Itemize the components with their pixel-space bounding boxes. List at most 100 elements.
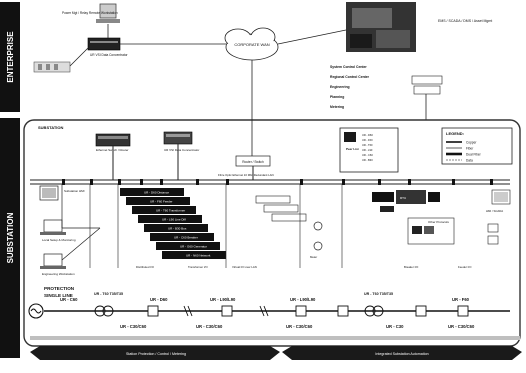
ethernet-switch-label: Ethernet Switch / Router bbox=[96, 148, 129, 152]
single-line-breaks bbox=[183, 305, 269, 317]
io-label-4: Feeder I/O bbox=[458, 265, 472, 269]
relay-unit-0 bbox=[120, 188, 184, 196]
left-links bbox=[61, 184, 101, 261]
laptop-setup bbox=[40, 219, 66, 235]
relay-unit-5-label: UR - C60 Breaker bbox=[174, 236, 198, 240]
peer-list-item-1: UR - F60 bbox=[362, 138, 373, 142]
single-line-top-2: UR - D60 bbox=[150, 297, 168, 302]
relay-unit-1 bbox=[126, 197, 190, 205]
relay-unit-4-label: UR - B30 Bus bbox=[168, 227, 187, 231]
lan-bus bbox=[30, 144, 510, 185]
corporate-cloud-label: CORPORATE WAN bbox=[234, 42, 269, 47]
relay-unit-7-label: UR - N60 Network bbox=[186, 254, 211, 258]
single-line-top-0: UR - C60 bbox=[60, 297, 78, 302]
legend-item-3: Data bbox=[466, 159, 473, 163]
rtu-label: RTU bbox=[400, 196, 406, 200]
right-panel-device bbox=[491, 189, 511, 205]
relay-stack: UR - D60 Distance UR - F60 Feeder UR - T… bbox=[120, 188, 226, 259]
legend-item-2: Dual Fiber bbox=[466, 153, 482, 157]
relay-unit-7 bbox=[162, 251, 226, 259]
io-label-0: Distributed I/O bbox=[136, 265, 155, 269]
substation-hmi bbox=[39, 185, 59, 201]
enterprise-function-0: System Control Center bbox=[330, 65, 367, 69]
peer-list-item-5: UR - B30 bbox=[362, 158, 373, 162]
enterprise-links bbox=[69, 24, 427, 122]
single-line-bottom-3: UR - C30 bbox=[386, 324, 404, 329]
enterprise-band-label: ENTERPRISE bbox=[6, 31, 15, 83]
rtu-cluster bbox=[372, 190, 440, 212]
substation-container bbox=[23, 119, 521, 347]
single-line-top-4: UR - L90/L90 bbox=[290, 297, 316, 302]
peer-list-item-3: UR - L90 bbox=[362, 148, 373, 152]
peer-list-icon bbox=[344, 132, 356, 142]
enterprise-right-device bbox=[411, 75, 443, 95]
single-line-top-1: UR - T60 T35/T35 bbox=[94, 292, 123, 296]
bus-tap-markers bbox=[62, 179, 493, 185]
other-protocols-block bbox=[407, 217, 455, 245]
peer-list-item-2: UR - T60 bbox=[362, 143, 373, 147]
peer-list-item-0: UR - D60 bbox=[362, 133, 373, 137]
io-label-1: Transformer I/O bbox=[188, 265, 208, 269]
enterprise-pc bbox=[96, 3, 120, 23]
other-protocols-label: Other Protocols bbox=[428, 220, 449, 224]
control-room-photo bbox=[346, 2, 416, 52]
footer-right-text: Integrated Substation Automation bbox=[375, 352, 428, 356]
relay-unit-3-label: UR - L90 Line Diff bbox=[162, 218, 186, 222]
io-label-2: Virtual I/O over LAN bbox=[232, 265, 257, 269]
io-label-3: Breaker I/O bbox=[404, 265, 419, 269]
single-line-bottom-0: UR - C30/C60 bbox=[120, 324, 147, 329]
laptop-engineering bbox=[40, 253, 66, 269]
relay-unit-2-label: UR - T60 Transformer bbox=[156, 209, 185, 213]
enterprise-band bbox=[0, 2, 20, 112]
relay-unit-3 bbox=[138, 215, 202, 223]
relay-unit-6 bbox=[156, 242, 220, 250]
peer-list-item-4: UR - C60 bbox=[362, 153, 373, 157]
io-boxes bbox=[255, 195, 307, 222]
relay-unit-2 bbox=[132, 206, 196, 214]
gateway-label: UR VSI Data Concentrator bbox=[164, 148, 199, 152]
control-room-label: EMS / SCADA / DMS / Asset Mgmt bbox=[438, 19, 492, 23]
vertical-drops bbox=[89, 184, 343, 268]
footer-left-text: Station Protection / Control / Metering bbox=[126, 352, 186, 356]
laptop-setup-label: Local Setup & Monitoring bbox=[42, 238, 76, 242]
single-line-bottom-1: UR - C30/C60 bbox=[196, 324, 223, 329]
meter-symbols bbox=[313, 221, 323, 251]
ethernet-switch bbox=[95, 133, 131, 147]
right-panel-label: HMI / SCADA bbox=[486, 209, 503, 213]
single-line-symbol bbox=[28, 303, 44, 319]
footer-bar bbox=[30, 336, 522, 360]
enterprise-function-1: Regional Control Center bbox=[330, 75, 370, 79]
single-line-title-1: PROTECTION bbox=[44, 286, 75, 291]
legend-item-1: Fiber bbox=[466, 147, 474, 151]
enterprise-function-4: Metering bbox=[330, 105, 344, 109]
substation-title: SUBSTATION bbox=[38, 125, 64, 130]
single-line-top-5: UR - T60 T35/T35 bbox=[364, 292, 393, 296]
data-concentrator-label: UR VSI Data Concentrator bbox=[90, 53, 128, 57]
enterprise-pc-label: Power Mgt / Relay Remote Workstation bbox=[62, 11, 118, 15]
relay-unit-1-label: UR - F60 Feeder bbox=[150, 200, 173, 204]
single-line-top-6: UR - F60 bbox=[452, 297, 470, 302]
substation-hmi-label: Substation HMI bbox=[64, 189, 85, 193]
relay-unit-0-label: UR - D60 Distance bbox=[144, 191, 169, 195]
single-line-devices bbox=[147, 305, 469, 317]
single-line-title-2: SINGLE LINE bbox=[44, 293, 73, 298]
right-meters bbox=[487, 223, 499, 245]
data-concentrator-device bbox=[87, 37, 121, 51]
legend-item-0: Copper bbox=[466, 141, 477, 145]
enterprise-server-rack bbox=[33, 61, 71, 73]
router-label: Router / Switch bbox=[242, 160, 264, 164]
single-line-bottom-2: UR - C30/C60 bbox=[286, 324, 313, 329]
legend-box bbox=[441, 127, 513, 165]
relay-unit-4 bbox=[144, 224, 208, 232]
relay-unit-5 bbox=[150, 233, 214, 241]
enterprise-function-2: Engineering bbox=[330, 85, 350, 89]
substation-band-label: SUBSTATION bbox=[6, 212, 15, 263]
meter-label: Meter bbox=[310, 255, 317, 259]
single-line-transformers bbox=[94, 305, 384, 317]
single-line-top-3: UR - L90/L90 bbox=[210, 297, 236, 302]
single-line-bottom-4: UR - C30/C60 bbox=[448, 324, 475, 329]
substation-band bbox=[0, 118, 20, 358]
network-label: Fibre Optic Ethernet 10 Mbit Redundant L… bbox=[218, 173, 274, 177]
